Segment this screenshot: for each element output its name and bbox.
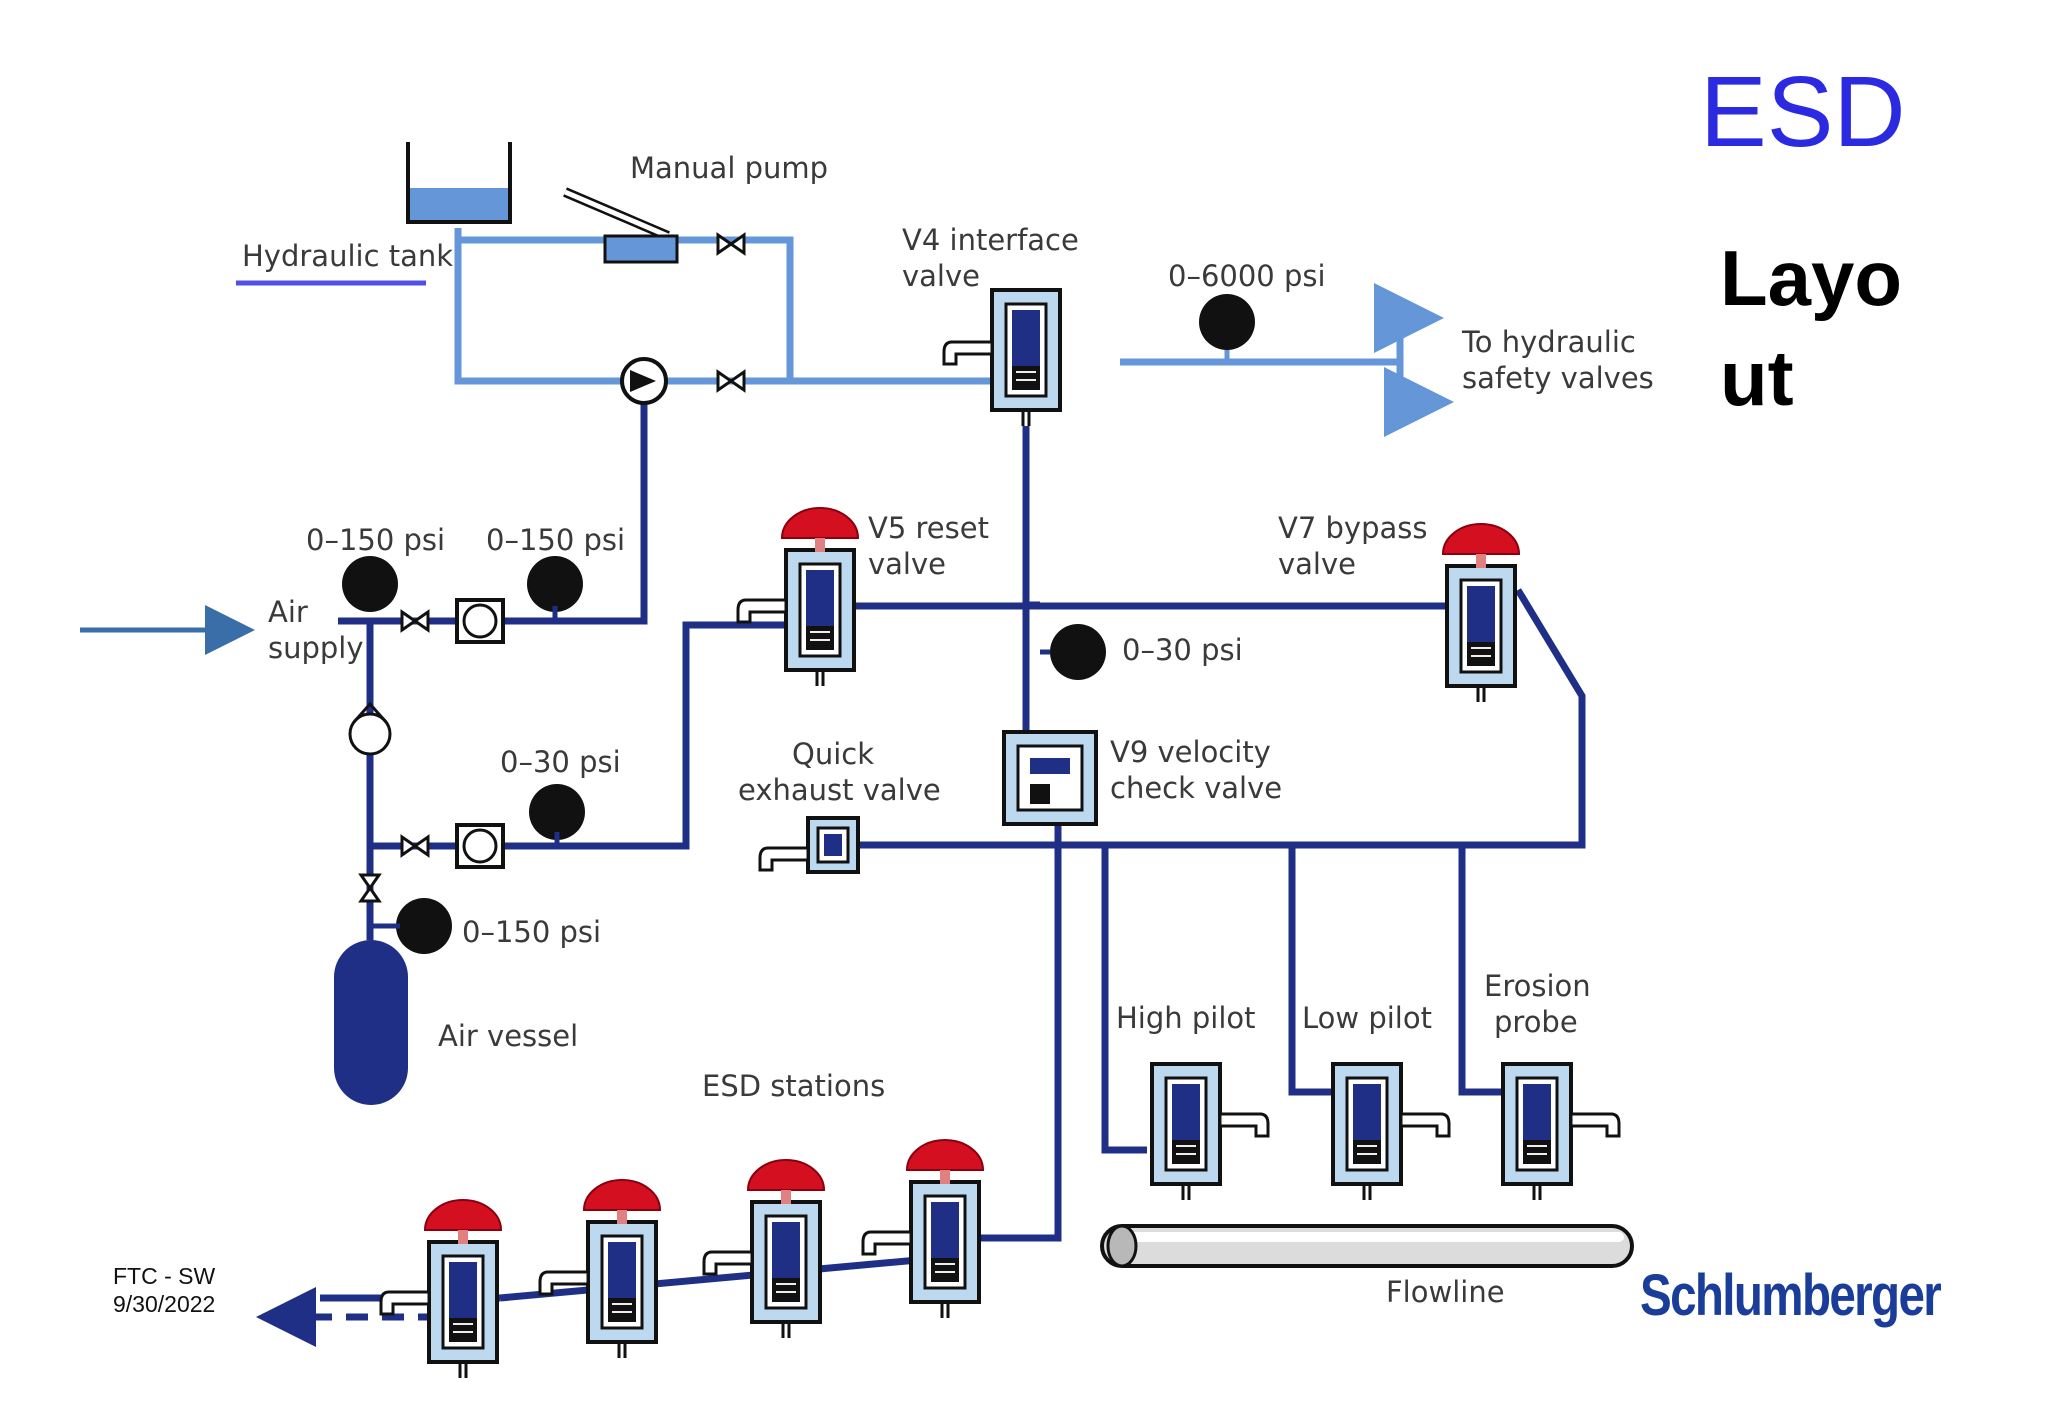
v4-interface-valve bbox=[942, 288, 1062, 428]
hydraulic-tank bbox=[406, 142, 512, 224]
low-pilot-valve bbox=[1331, 1062, 1451, 1202]
air-filter-upper bbox=[455, 598, 505, 644]
label-gauge-30-a: 0–30 psi bbox=[500, 745, 621, 779]
diagram-labels: Manual pump Hydraulic tank V4 interface … bbox=[242, 151, 1654, 1309]
hydraulic-check-valve-lower bbox=[716, 370, 746, 392]
footer-line1: FTC - SW bbox=[113, 1263, 216, 1289]
v5-reset-valve bbox=[736, 507, 859, 688]
esd-station-3 bbox=[702, 1159, 825, 1340]
pressure-gauge-150-b bbox=[527, 556, 583, 612]
pressure-relief-valve bbox=[348, 701, 392, 756]
label-to-hydraulic-line1: To hydraulic bbox=[1461, 325, 1636, 359]
vessel-isolation-valve bbox=[359, 873, 381, 903]
label-air-vessel: Air vessel bbox=[438, 1019, 578, 1053]
label-air-line2: supply bbox=[268, 631, 364, 665]
quick-exhaust-valve bbox=[758, 816, 860, 874]
schlumberger-logo: Schlumberger bbox=[1640, 1263, 1942, 1328]
label-quick-line2: exhaust valve bbox=[738, 773, 941, 807]
air-supply-check-valve bbox=[400, 610, 430, 632]
pressure-gauge-30-a bbox=[529, 784, 585, 840]
manual-pump bbox=[563, 187, 679, 264]
slide-title: ESD bbox=[1700, 56, 1906, 168]
label-v7-line1: V7 bypass bbox=[1278, 511, 1427, 545]
slide-subtitle: Layo ut bbox=[1720, 234, 1903, 422]
label-gauge-150-a: 0–150 psi bbox=[306, 523, 445, 557]
label-gauge-150-c: 0–150 psi bbox=[462, 915, 601, 949]
label-high-pilot: High pilot bbox=[1116, 1001, 1256, 1035]
label-hydraulic-tank: Hydraulic tank bbox=[242, 239, 453, 273]
pressure-gauge-6000 bbox=[1199, 294, 1255, 362]
label-v9-line1: V9 velocity bbox=[1110, 735, 1271, 769]
pressure-gauge-150-c bbox=[396, 898, 452, 954]
label-v9-line2: check valve bbox=[1110, 771, 1282, 805]
flowline-pipe bbox=[1100, 1224, 1634, 1268]
hydraulic-lines bbox=[454, 228, 1454, 437]
label-quick-line1: Quick bbox=[792, 737, 874, 771]
esd-station-1 bbox=[379, 1199, 502, 1380]
label-to-hydraulic-line2: safety valves bbox=[1462, 361, 1654, 395]
v7-bypass-valve bbox=[1442, 523, 1520, 704]
label-v5-line1: V5 reset bbox=[868, 511, 989, 545]
high-pilot-valve bbox=[1150, 1062, 1270, 1202]
erosion-probe-valve bbox=[1501, 1062, 1621, 1202]
label-gauge-30-b: 0–30 psi bbox=[1122, 633, 1243, 667]
pressure-gauge-150-a bbox=[342, 556, 398, 612]
air-vessel bbox=[334, 940, 408, 1105]
label-v5-line2: valve bbox=[868, 547, 946, 581]
label-gauge-150-b: 0–150 psi bbox=[486, 523, 625, 557]
label-esd-stations: ESD stations bbox=[702, 1069, 885, 1103]
v9-velocity-check-valve bbox=[1002, 730, 1098, 826]
label-manual-pump: Manual pump bbox=[630, 151, 828, 185]
label-v4-line1: V4 interface bbox=[902, 223, 1079, 257]
pressure-gauge-30-b bbox=[1050, 624, 1106, 680]
hydraulic-pump-symbol bbox=[620, 357, 668, 405]
esd-station-2 bbox=[538, 1179, 661, 1360]
slide-footer: FTC - SW 9/30/2022 bbox=[113, 1262, 221, 1318]
label-flowline: Flowline bbox=[1386, 1275, 1505, 1309]
air-filter-lower bbox=[455, 823, 505, 869]
label-erosion-line2: probe bbox=[1494, 1005, 1578, 1039]
label-v4-line2: valve bbox=[902, 259, 980, 293]
label-erosion-line1: Erosion bbox=[1484, 969, 1591, 1003]
esd-station-4 bbox=[861, 1139, 984, 1320]
label-gauge-6000: 0–6000 psi bbox=[1168, 259, 1326, 293]
regulator-check-valve bbox=[400, 835, 430, 857]
label-air-line1: Air bbox=[268, 595, 308, 629]
footer-line2: 9/30/2022 bbox=[113, 1291, 216, 1317]
label-v7-line2: valve bbox=[1278, 547, 1356, 581]
label-low-pilot: Low pilot bbox=[1302, 1001, 1432, 1035]
pneumatic-lines bbox=[256, 390, 1586, 1347]
